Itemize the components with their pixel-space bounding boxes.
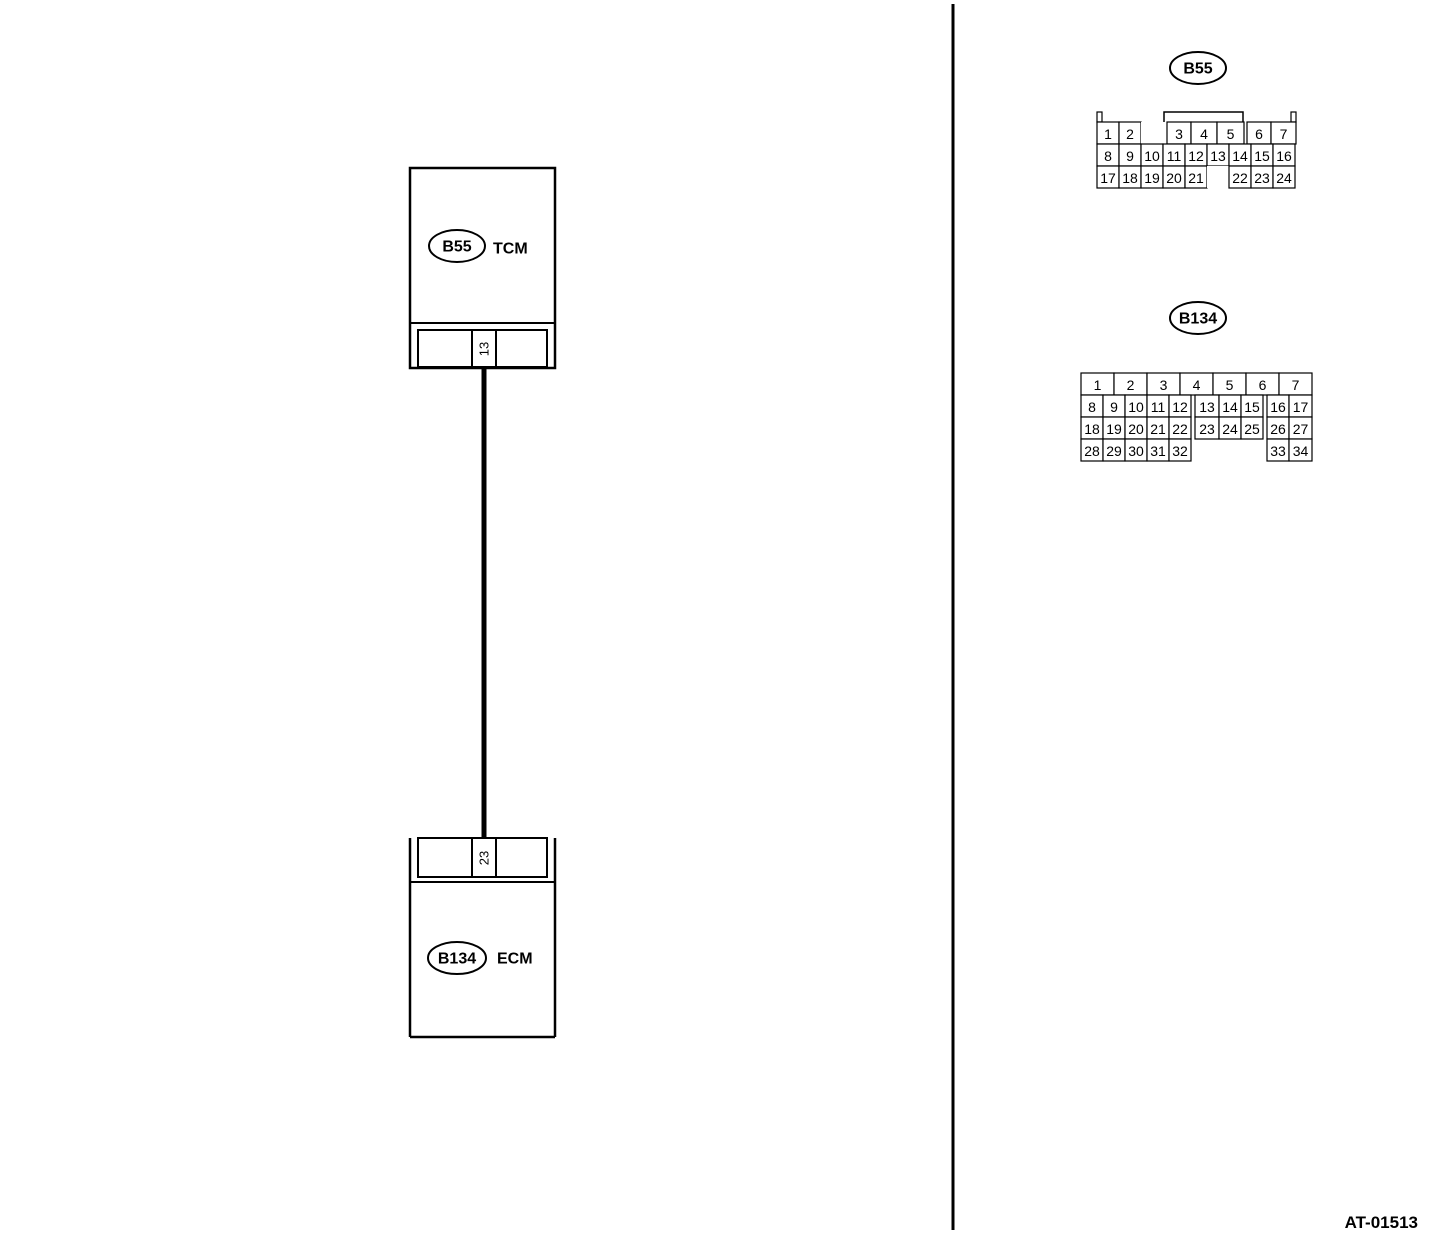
figure-id: AT-01513 [1345,1213,1418,1232]
b134-pin-number: 7 [1292,377,1300,393]
b134-pin-number: 21 [1150,421,1166,437]
b134-pin-number: 10 [1128,399,1144,415]
tcm-block: 13 B55 TCM [408,166,557,370]
b55-face-label: B55 [1183,61,1212,78]
b134-pin-number: 11 [1151,399,1166,415]
b134-pin-cell [1240,416,1264,440]
b55-pin-number: 9 [1126,148,1134,164]
b55-pin-number: 19 [1144,170,1160,186]
b55-lock [1163,111,1244,122]
b134-pin-number: 24 [1222,421,1238,437]
b55-pin-number: 17 [1100,170,1116,186]
b134-pin-number: 1 [1094,377,1102,393]
b55-pin-number: 24 [1276,170,1292,186]
ecm-block: 23 B134 ECM [408,837,557,1039]
b134-pin-number: 33 [1270,443,1286,459]
b55-pin-number: 23 [1254,170,1270,186]
b134-pin-number: 15 [1244,399,1260,415]
b134-pin-number: 23 [1199,421,1215,437]
b55-tab-right [1290,111,1297,123]
tcm-pin-label: 13 [477,342,492,356]
b55-pin-number: 14 [1232,148,1248,164]
ecm-connector-badge [427,941,487,975]
b55-tab-left [1096,111,1103,123]
b55-pin-number: 3 [1175,126,1183,142]
ecm-connector-id: B134 [438,951,476,968]
ecm-connector-box [417,837,548,878]
b55-pin-number: 8 [1104,148,1112,164]
b134-face-badge [1169,301,1227,335]
b134-pin-number: 3 [1160,377,1168,393]
b55-pin-number: 10 [1144,148,1160,164]
b55-pin-number: 20 [1166,170,1182,186]
b55-pin-number: 18 [1122,170,1138,186]
tcm-connector-badge [428,229,486,263]
b134-pin-number: 22 [1172,421,1188,437]
b55-pin-number: 1 [1104,126,1112,142]
b55-pin-number: 11 [1167,148,1182,164]
b55-pin-number: 13 [1210,148,1226,164]
ecm-name: ECM [497,951,533,968]
tcm-name: TCM [493,241,528,258]
b134-pin-number: 18 [1084,421,1100,437]
b134-pin-number: 25 [1244,421,1260,437]
b134-pin-cell [1288,438,1313,462]
b55-pin-number: 5 [1227,126,1235,142]
b134-pin-number: 31 [1150,443,1166,459]
b55-pin-number: 16 [1276,148,1292,164]
b134-pin-number: 9 [1110,399,1118,415]
b55-pin-number: 12 [1188,148,1204,164]
b134-pin-number: 20 [1128,421,1144,437]
b134-pin-cell [1168,438,1192,462]
b55-pin-number: 22 [1232,170,1248,186]
b134-pin-number: 34 [1293,443,1309,459]
b134-pin-number: 13 [1199,399,1215,415]
b55-pin-number: 7 [1280,126,1288,142]
b134-pin-number: 19 [1106,421,1122,437]
b134-pin-number: 17 [1293,399,1309,415]
b134-pin-number: 8 [1088,399,1096,415]
b134-pin-number: 28 [1084,443,1100,459]
b134-pin-number: 6 [1259,377,1267,393]
b134-pin-number: 2 [1127,377,1135,393]
ecm-pin-label: 23 [477,851,492,865]
b55-pin-cell [1272,165,1296,189]
b134-pin-number: 30 [1128,443,1144,459]
b134-pin-number: 4 [1193,377,1201,393]
b134-pin-number: 29 [1106,443,1122,459]
tcm-connector-box [417,329,548,368]
b134-pin-number: 12 [1172,399,1188,415]
tcm-connector-id: B55 [442,239,471,256]
b134-pin-number: 14 [1222,399,1238,415]
b134-pin-number: 16 [1270,399,1286,415]
b134-pin-number: 26 [1270,421,1286,437]
b55-pin-cell [1141,122,1163,144]
b55-pin-number: 6 [1255,126,1263,142]
b55-pin-number: 2 [1126,126,1134,142]
b134-pin-number: 5 [1226,377,1234,393]
b55-pin-number: 15 [1254,148,1270,164]
b134-face-label: B134 [1179,311,1217,328]
b134-pin-number: 32 [1172,443,1188,459]
b55-pin-number: 4 [1200,126,1208,142]
b55-pin-number: 21 [1188,170,1204,186]
b55-pin-cell [1207,166,1229,188]
b55-face-badge [1169,51,1227,85]
b134-pin-number: 27 [1293,421,1309,437]
